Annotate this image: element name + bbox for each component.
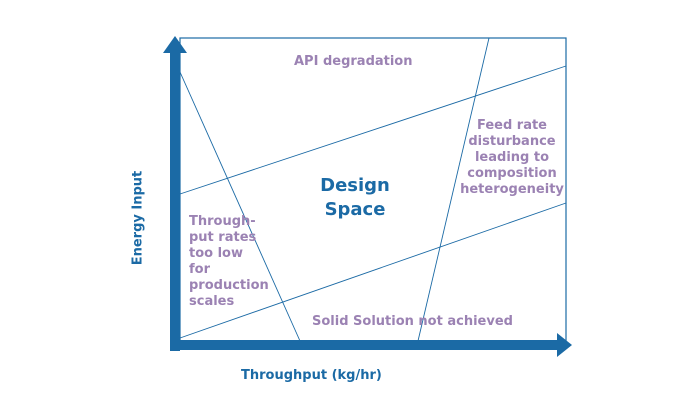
y-axis-label: Energy Input bbox=[130, 170, 146, 266]
boundary-line-solid-solution bbox=[179, 202, 567, 339]
feed-rate-label: Feed rate disturbance leading to composi… bbox=[460, 118, 564, 197]
x-axis-shaft bbox=[170, 340, 558, 350]
boundary-line-low-throughput bbox=[179, 71, 301, 342]
solid-solution-label: Solid Solution not achieved bbox=[312, 314, 513, 329]
x-axis-label: Throughput (kg/hr) bbox=[241, 368, 382, 383]
boundary-line-feed-rate bbox=[417, 37, 490, 342]
x-axis-arrowhead bbox=[557, 333, 572, 357]
design-space-label: Design Space bbox=[320, 175, 390, 220]
api-degradation-label: API degradation bbox=[294, 54, 413, 69]
low-throughput-label: Through- put rates too low for productio… bbox=[189, 214, 269, 309]
boundary-line-api-degradation bbox=[179, 65, 567, 195]
y-axis-shaft bbox=[170, 52, 180, 351]
y-axis-arrowhead bbox=[163, 36, 187, 53]
